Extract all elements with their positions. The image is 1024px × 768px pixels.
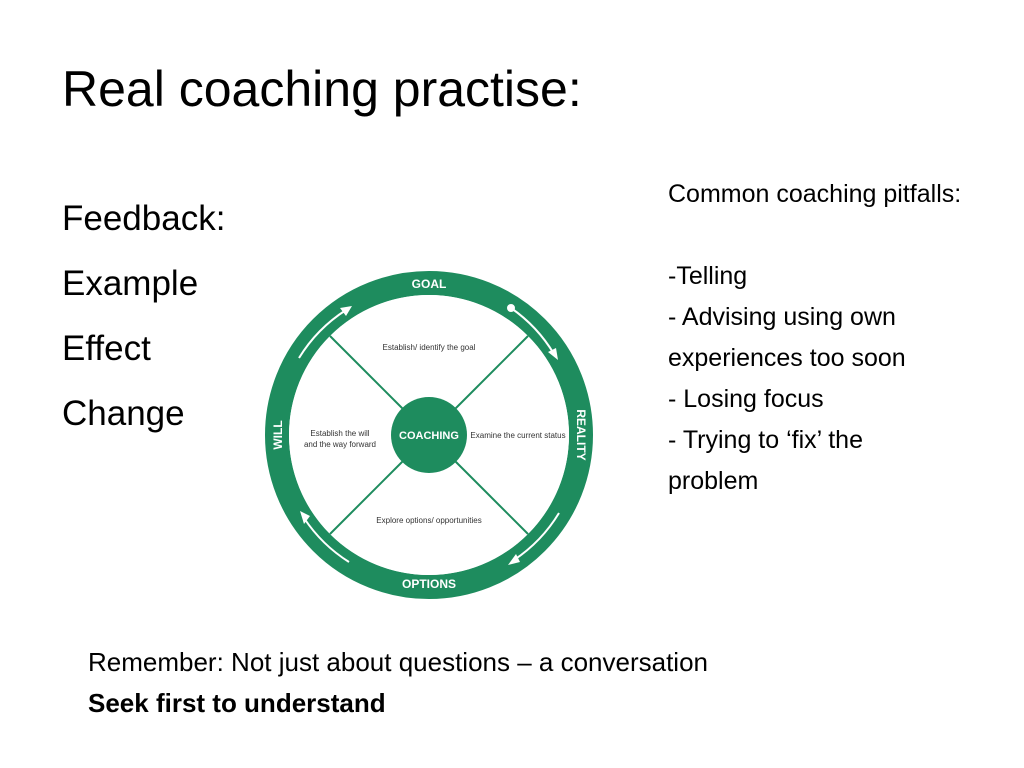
feedback-item-feedback: Feedback: <box>62 199 226 238</box>
arrowhead-will-to-goal <box>340 306 352 316</box>
remember-bold-line: Seek first to understand <box>88 688 386 718</box>
quadrant-reality-text: Examine the current status <box>470 431 565 440</box>
wheel-outer-ring <box>265 271 593 599</box>
grow-coaching-wheel: COACHING GOAL OPTIONS REALITY WILL Estab… <box>264 268 594 602</box>
pitfall-item: - Losing focus <box>668 385 824 413</box>
arrow-options-to-will <box>303 517 350 563</box>
feedback-list: Feedback: Example Effect Change <box>62 186 225 446</box>
arrowhead-goal-to-reality <box>548 348 558 360</box>
pitfall-item: - Advising using own <box>668 303 896 331</box>
ring-label-options: OPTIONS <box>402 577 456 591</box>
hub-label: COACHING <box>399 430 459 442</box>
ring-arrows <box>298 304 560 565</box>
pitfalls-spacer <box>668 215 988 256</box>
arrowhead-reality-to-options <box>508 554 520 565</box>
arrow-goal-to-reality <box>510 307 555 355</box>
quadrant-will-text-line1: Establish the will <box>310 429 369 438</box>
arrow-reality-to-options <box>513 512 560 561</box>
feedback-item-effect: Effect <box>62 329 151 368</box>
arrow-will-to-goal <box>298 309 347 359</box>
coaching-hub <box>391 397 467 473</box>
spoke-top-right <box>453 335 529 411</box>
arrowhead-options-to-will <box>300 511 310 524</box>
pitfalls-heading: Common coaching pitfalls: <box>668 180 962 208</box>
remember-line: Remember: Not just about questions – a c… <box>88 647 709 677</box>
quadrant-goal-text: Establish/ identify the goal <box>383 343 476 352</box>
slide-title: Real coaching practise: <box>62 61 582 117</box>
quadrant-will-text-line2: and the way forward <box>304 440 376 449</box>
feedback-item-change: Change <box>62 394 185 433</box>
feedback-item-example: Example <box>62 264 199 303</box>
pitfalls-box: Common coaching pitfalls: -Telling - Adv… <box>668 174 988 502</box>
ring-label-reality: REALITY <box>574 409 588 460</box>
ring-label-will: WILL <box>271 420 285 449</box>
spoke-top-left <box>329 335 405 411</box>
quadrant-options-text: Explore options/ opportunities <box>376 516 481 525</box>
pitfall-item: -Telling <box>668 262 748 290</box>
pitfall-item: - Trying to ‘fix’ the <box>668 426 863 454</box>
spoke-bottom-right <box>453 459 529 535</box>
remember-note: Remember: Not just about questions – a c… <box>88 642 708 724</box>
coaching-wheel-diagram: COACHING GOAL OPTIONS REALITY WILL Estab… <box>265 271 593 599</box>
pitfall-item: problem <box>668 467 759 495</box>
ring-label-goal: GOAL <box>412 277 447 291</box>
spoke-bottom-left <box>329 459 405 535</box>
pitfall-item: experiences too soon <box>668 344 906 372</box>
